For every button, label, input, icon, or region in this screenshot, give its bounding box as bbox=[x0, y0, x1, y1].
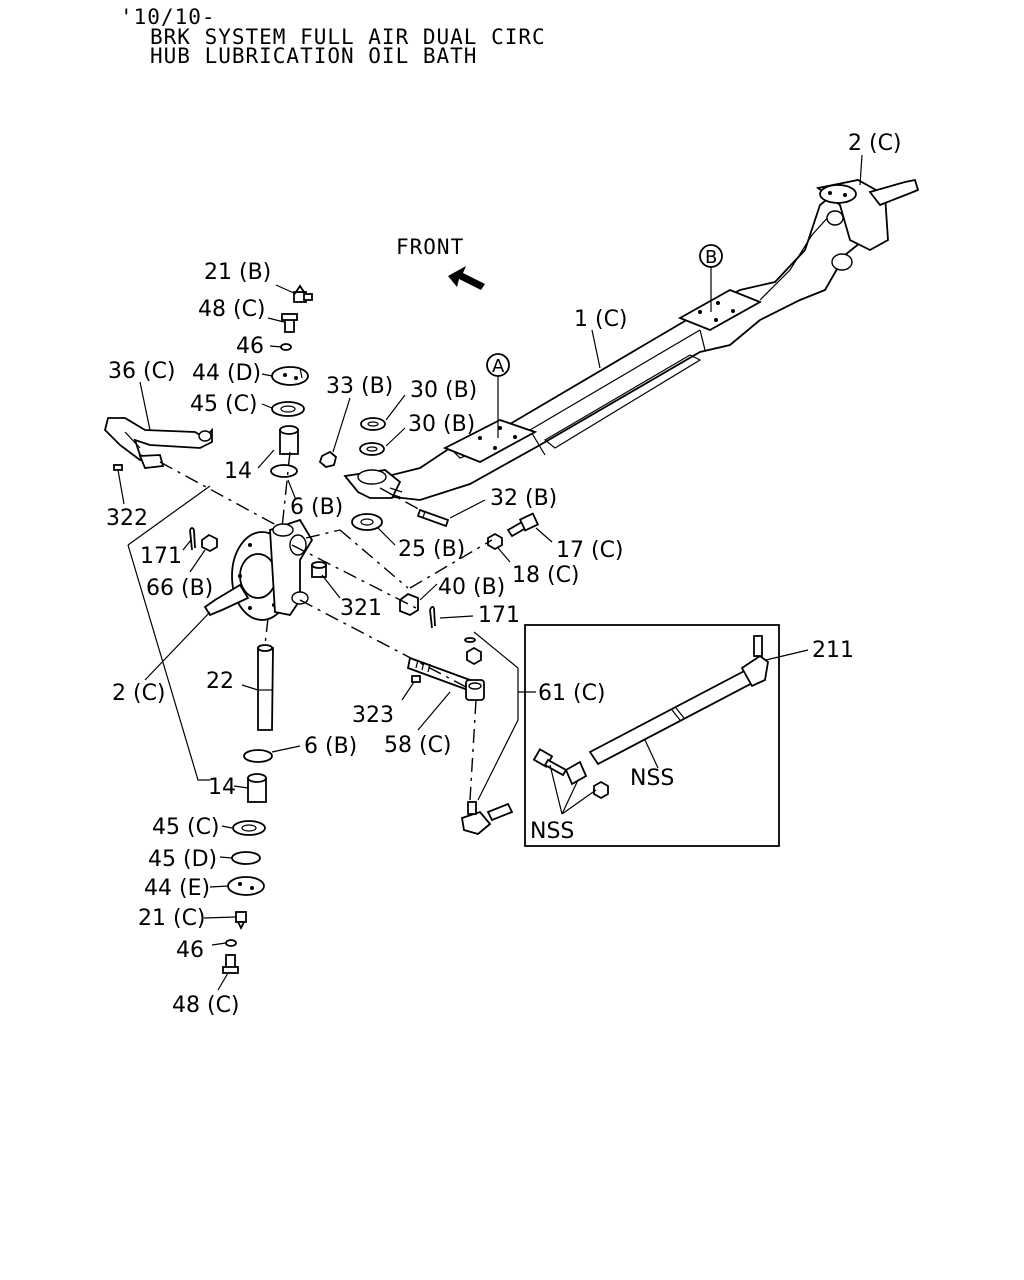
cotter-61c-pin bbox=[464, 637, 476, 643]
label-32b: 32 (B) bbox=[490, 486, 557, 511]
label-45d: 45 (D) bbox=[148, 847, 217, 872]
label-25b: 25 (B) bbox=[398, 537, 465, 562]
label-6b-top: 6 (B) bbox=[290, 495, 343, 520]
label-321: 321 bbox=[340, 596, 382, 621]
header-brake-system: BRK SYSTEM FULL AIR DUAL CIRC bbox=[150, 25, 546, 49]
svg-text:B: B bbox=[705, 247, 717, 268]
label-30b-1: 30 (B) bbox=[410, 378, 477, 403]
bolt-48c-bottom bbox=[222, 954, 239, 974]
grease-nipple-21b bbox=[293, 284, 313, 303]
label-61c: 61 (C) bbox=[538, 681, 606, 706]
pin-32b bbox=[416, 508, 450, 528]
seal-45c-top bbox=[271, 401, 305, 417]
label-44d: 44 (D) bbox=[192, 361, 261, 386]
king-pin-22 bbox=[257, 644, 274, 731]
label-1c: 1 (C) bbox=[574, 307, 628, 332]
label-17c: 17 (C) bbox=[556, 538, 624, 563]
label-14-bottom: 14 bbox=[208, 775, 236, 800]
label-45c-bottom: 45 (C) bbox=[152, 815, 220, 840]
steering-arm-36c bbox=[104, 417, 213, 469]
axle-beam bbox=[343, 178, 920, 501]
front-arrow-icon bbox=[448, 266, 485, 290]
label-nss-1: NSS bbox=[630, 766, 674, 791]
washer-46-top bbox=[280, 343, 292, 351]
washer-30b-2 bbox=[359, 442, 385, 456]
cotter-pin-171-right bbox=[429, 606, 436, 629]
label-40b: 40 (B) bbox=[438, 575, 505, 600]
label-30b-2: 30 (B) bbox=[408, 412, 475, 437]
bolt-17c bbox=[506, 512, 540, 538]
seal-45c-bottom bbox=[232, 820, 266, 836]
header-date: '10/10- bbox=[120, 5, 216, 29]
nut-66b bbox=[201, 533, 218, 553]
label-323: 323 bbox=[352, 703, 394, 728]
label-18c: 18 (C) bbox=[512, 563, 580, 588]
label-66b: 66 (B) bbox=[146, 576, 213, 601]
label-nss-2: NSS bbox=[530, 819, 574, 844]
label-48c-bottom: 48 (C) bbox=[172, 993, 240, 1018]
castle-nut-40b bbox=[399, 592, 419, 617]
label-36c: 36 (C) bbox=[108, 359, 176, 384]
seal-45d bbox=[231, 851, 261, 865]
nut-33b bbox=[318, 450, 338, 468]
header-hub-lubrication: HUB LUBRICATION OIL BATH bbox=[150, 44, 477, 68]
shim-6b-bottom bbox=[243, 749, 273, 763]
bush-14-top bbox=[279, 425, 299, 455]
plug-323 bbox=[411, 675, 421, 683]
label-48c-top: 48 (C) bbox=[198, 297, 266, 322]
tie-rod-arm-58c bbox=[406, 656, 485, 701]
front-label: FRONT bbox=[396, 235, 464, 259]
callout-a: A bbox=[486, 353, 510, 438]
nut-18c bbox=[487, 532, 503, 551]
label-211: 211 bbox=[812, 638, 854, 663]
callout-b: B bbox=[699, 244, 723, 312]
label-46-top: 46 bbox=[236, 334, 264, 359]
cotter-pin-171-left bbox=[189, 527, 196, 551]
label-21c: 21 (C) bbox=[138, 906, 206, 931]
nut-61c bbox=[466, 646, 482, 666]
shim-6b-top bbox=[270, 464, 298, 478]
label-2c-top: 2 (C) bbox=[848, 131, 902, 156]
label-2c-left: 2 (C) bbox=[112, 681, 166, 706]
label-171-left: 171 bbox=[140, 544, 182, 569]
label-33b: 33 (B) bbox=[326, 374, 393, 399]
steering-knuckle bbox=[203, 518, 314, 621]
assembly-center-lines bbox=[127, 451, 493, 801]
cap-44e bbox=[227, 876, 265, 896]
part-labels: 2 (C) 1 (C) 21 (B) 48 (C) 46 44 (D) 45 (… bbox=[106, 131, 902, 1018]
bolt-48c-top bbox=[281, 313, 298, 333]
label-322: 322 bbox=[106, 506, 148, 531]
label-21b: 21 (B) bbox=[204, 260, 271, 285]
grease-nipple-21c bbox=[235, 911, 247, 931]
washer-46-bottom bbox=[225, 939, 237, 947]
label-22: 22 bbox=[206, 669, 234, 694]
label-58c: 58 (C) bbox=[384, 733, 452, 758]
svg-text:A: A bbox=[492, 356, 505, 377]
label-14-top: 14 bbox=[224, 459, 252, 484]
label-171-right: 171 bbox=[478, 603, 520, 628]
label-6b-bottom: 6 (B) bbox=[304, 734, 357, 759]
pin-321 bbox=[311, 561, 327, 578]
label-46-bottom: 46 bbox=[176, 938, 204, 963]
washer-25b bbox=[351, 513, 383, 531]
tie-rod-211 bbox=[460, 624, 780, 847]
plug-322 bbox=[113, 464, 123, 471]
leader-lines bbox=[117, 154, 863, 991]
washer-30b-1 bbox=[360, 417, 386, 431]
label-44e: 44 (E) bbox=[144, 876, 210, 901]
label-45c-top: 45 (C) bbox=[190, 392, 258, 417]
cap-44d bbox=[271, 366, 309, 386]
bush-14-bottom bbox=[247, 773, 267, 803]
